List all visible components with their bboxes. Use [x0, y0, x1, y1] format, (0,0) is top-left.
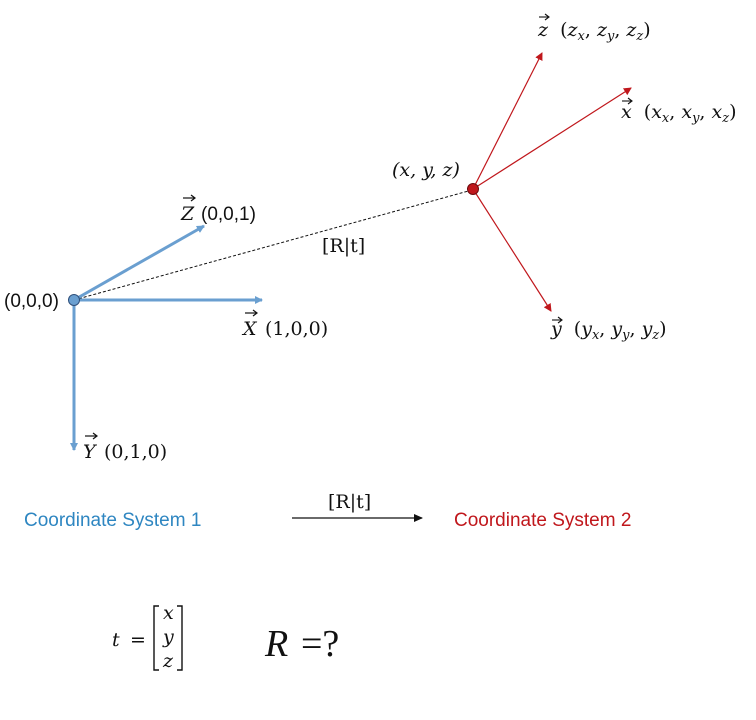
- system2-origin-point: [467, 183, 479, 195]
- svg-text:X: X: [241, 318, 258, 340]
- svg-text:R: R: [264, 623, 288, 665]
- legend-to-label: Coordinate System 2: [454, 510, 631, 531]
- translation-dashed-line: [73, 189, 473, 301]
- svg-text:(0,0,1): (0,0,1): [201, 204, 256, 225]
- system2-y-axis: [472, 188, 552, 312]
- svg-text:t: t: [112, 629, 120, 651]
- svg-text:y (yx, yy, yz): y (yx, yy, yz): [550, 318, 667, 343]
- transform-label: [R|t]: [322, 235, 365, 257]
- svg-text:=: =: [130, 629, 146, 651]
- system2-z-label: z (zx, zy, zz): [537, 13, 651, 44]
- svg-text:=?: =?: [301, 623, 339, 665]
- translation-equation: t = x y z: [112, 602, 183, 672]
- svg-text:z (zx, zy, zz): z (zx, zy, zz): [537, 19, 651, 44]
- svg-text:x (xx, xy, xz): x (xx, xy, xz): [621, 101, 737, 126]
- svg-text:y: y: [162, 626, 174, 648]
- legend-arrow-label: [R|t]: [328, 491, 371, 513]
- system1-origin-label: (0,0,0): [4, 291, 59, 312]
- svg-text:x: x: [163, 602, 174, 624]
- system1-x-label: X (1,0,0): [241, 309, 328, 340]
- legend-from-label: Coordinate System 1: [24, 510, 201, 531]
- system2-x-label: x (xx, xy, xz): [621, 97, 737, 126]
- system1-y-label: Y (0,1,0): [83, 432, 167, 463]
- right-bracket: [177, 605, 183, 671]
- left-bracket: [153, 605, 159, 671]
- vector-arrow-head-icon: [252, 309, 258, 317]
- system2-y-label: y (yx, yy, yz): [550, 316, 667, 343]
- system2-z-axis: [472, 52, 543, 190]
- rotation-equation: R =?: [264, 623, 339, 665]
- svg-text:(0,1,0): (0,1,0): [104, 441, 167, 463]
- system1-z-axis: [73, 224, 205, 302]
- system1-origin-point: [68, 294, 80, 306]
- system1-z-label: Z (0,0,1): [180, 194, 256, 225]
- system2-x-axis: [472, 87, 632, 190]
- vector-arrow-head-icon: [544, 13, 550, 21]
- svg-text:(1,0,0): (1,0,0): [265, 318, 328, 340]
- svg-text:Y: Y: [83, 441, 98, 463]
- system2-origin-label: (x, y, z): [392, 159, 460, 181]
- vector-arrow-head-icon: [190, 194, 196, 202]
- vector-arrow-head-icon: [92, 432, 98, 440]
- svg-text:z: z: [162, 650, 174, 672]
- vector-arrow-head-icon: [627, 97, 633, 105]
- vector-arrow-head-icon: [557, 316, 563, 324]
- svg-text:Z: Z: [180, 203, 195, 225]
